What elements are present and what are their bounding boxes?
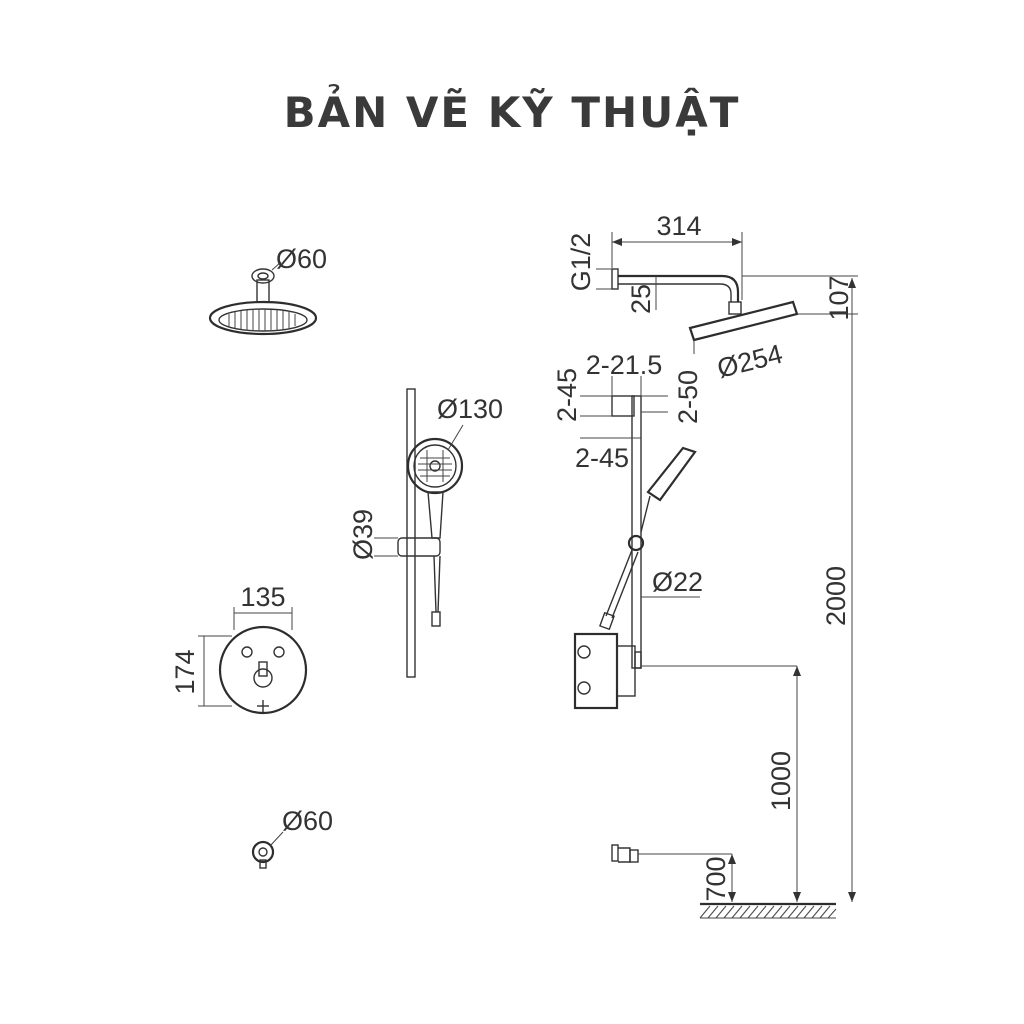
total-height-label: 2000 (821, 566, 851, 626)
valve-cover-plate-view (198, 607, 308, 715)
hose-outlet-view (251, 831, 284, 869)
rain-shower-head-view (208, 261, 318, 336)
bracket-spacing-label: 2-21.5 (586, 350, 663, 380)
bracket-width-label: 2-45 (575, 443, 629, 473)
head-arm-drop-label: 25 (626, 284, 656, 314)
valve-height-label: 1000 (766, 751, 796, 811)
side-elevation-view (573, 232, 858, 919)
head-thread-label: G1/2 (566, 233, 596, 292)
slider-holder-dia-label: Ø39 (348, 509, 378, 560)
plate-width-label: 135 (240, 582, 285, 612)
head-height-label: 107 (824, 275, 854, 320)
outlet-height-label: 700 (701, 856, 731, 901)
bracket-depth-label: 2-50 (673, 370, 703, 424)
plate-height-label: 174 (170, 649, 200, 694)
page-title: BẢN VẼ KỸ THUẬT (283, 88, 741, 137)
rail-dia-label: Ø22 (652, 567, 703, 597)
slide-rail-view (374, 388, 464, 678)
hand-shower-dia-label: Ø130 (437, 394, 503, 424)
head-arm-flange-dia-label: Ø60 (276, 244, 327, 274)
bracket-height-label: 2-45 (552, 368, 582, 422)
head-dia-label: Ø254 (714, 339, 785, 384)
head-arm-length-label: 314 (656, 211, 701, 241)
outlet-flange-dia-label: Ø60 (282, 806, 333, 836)
